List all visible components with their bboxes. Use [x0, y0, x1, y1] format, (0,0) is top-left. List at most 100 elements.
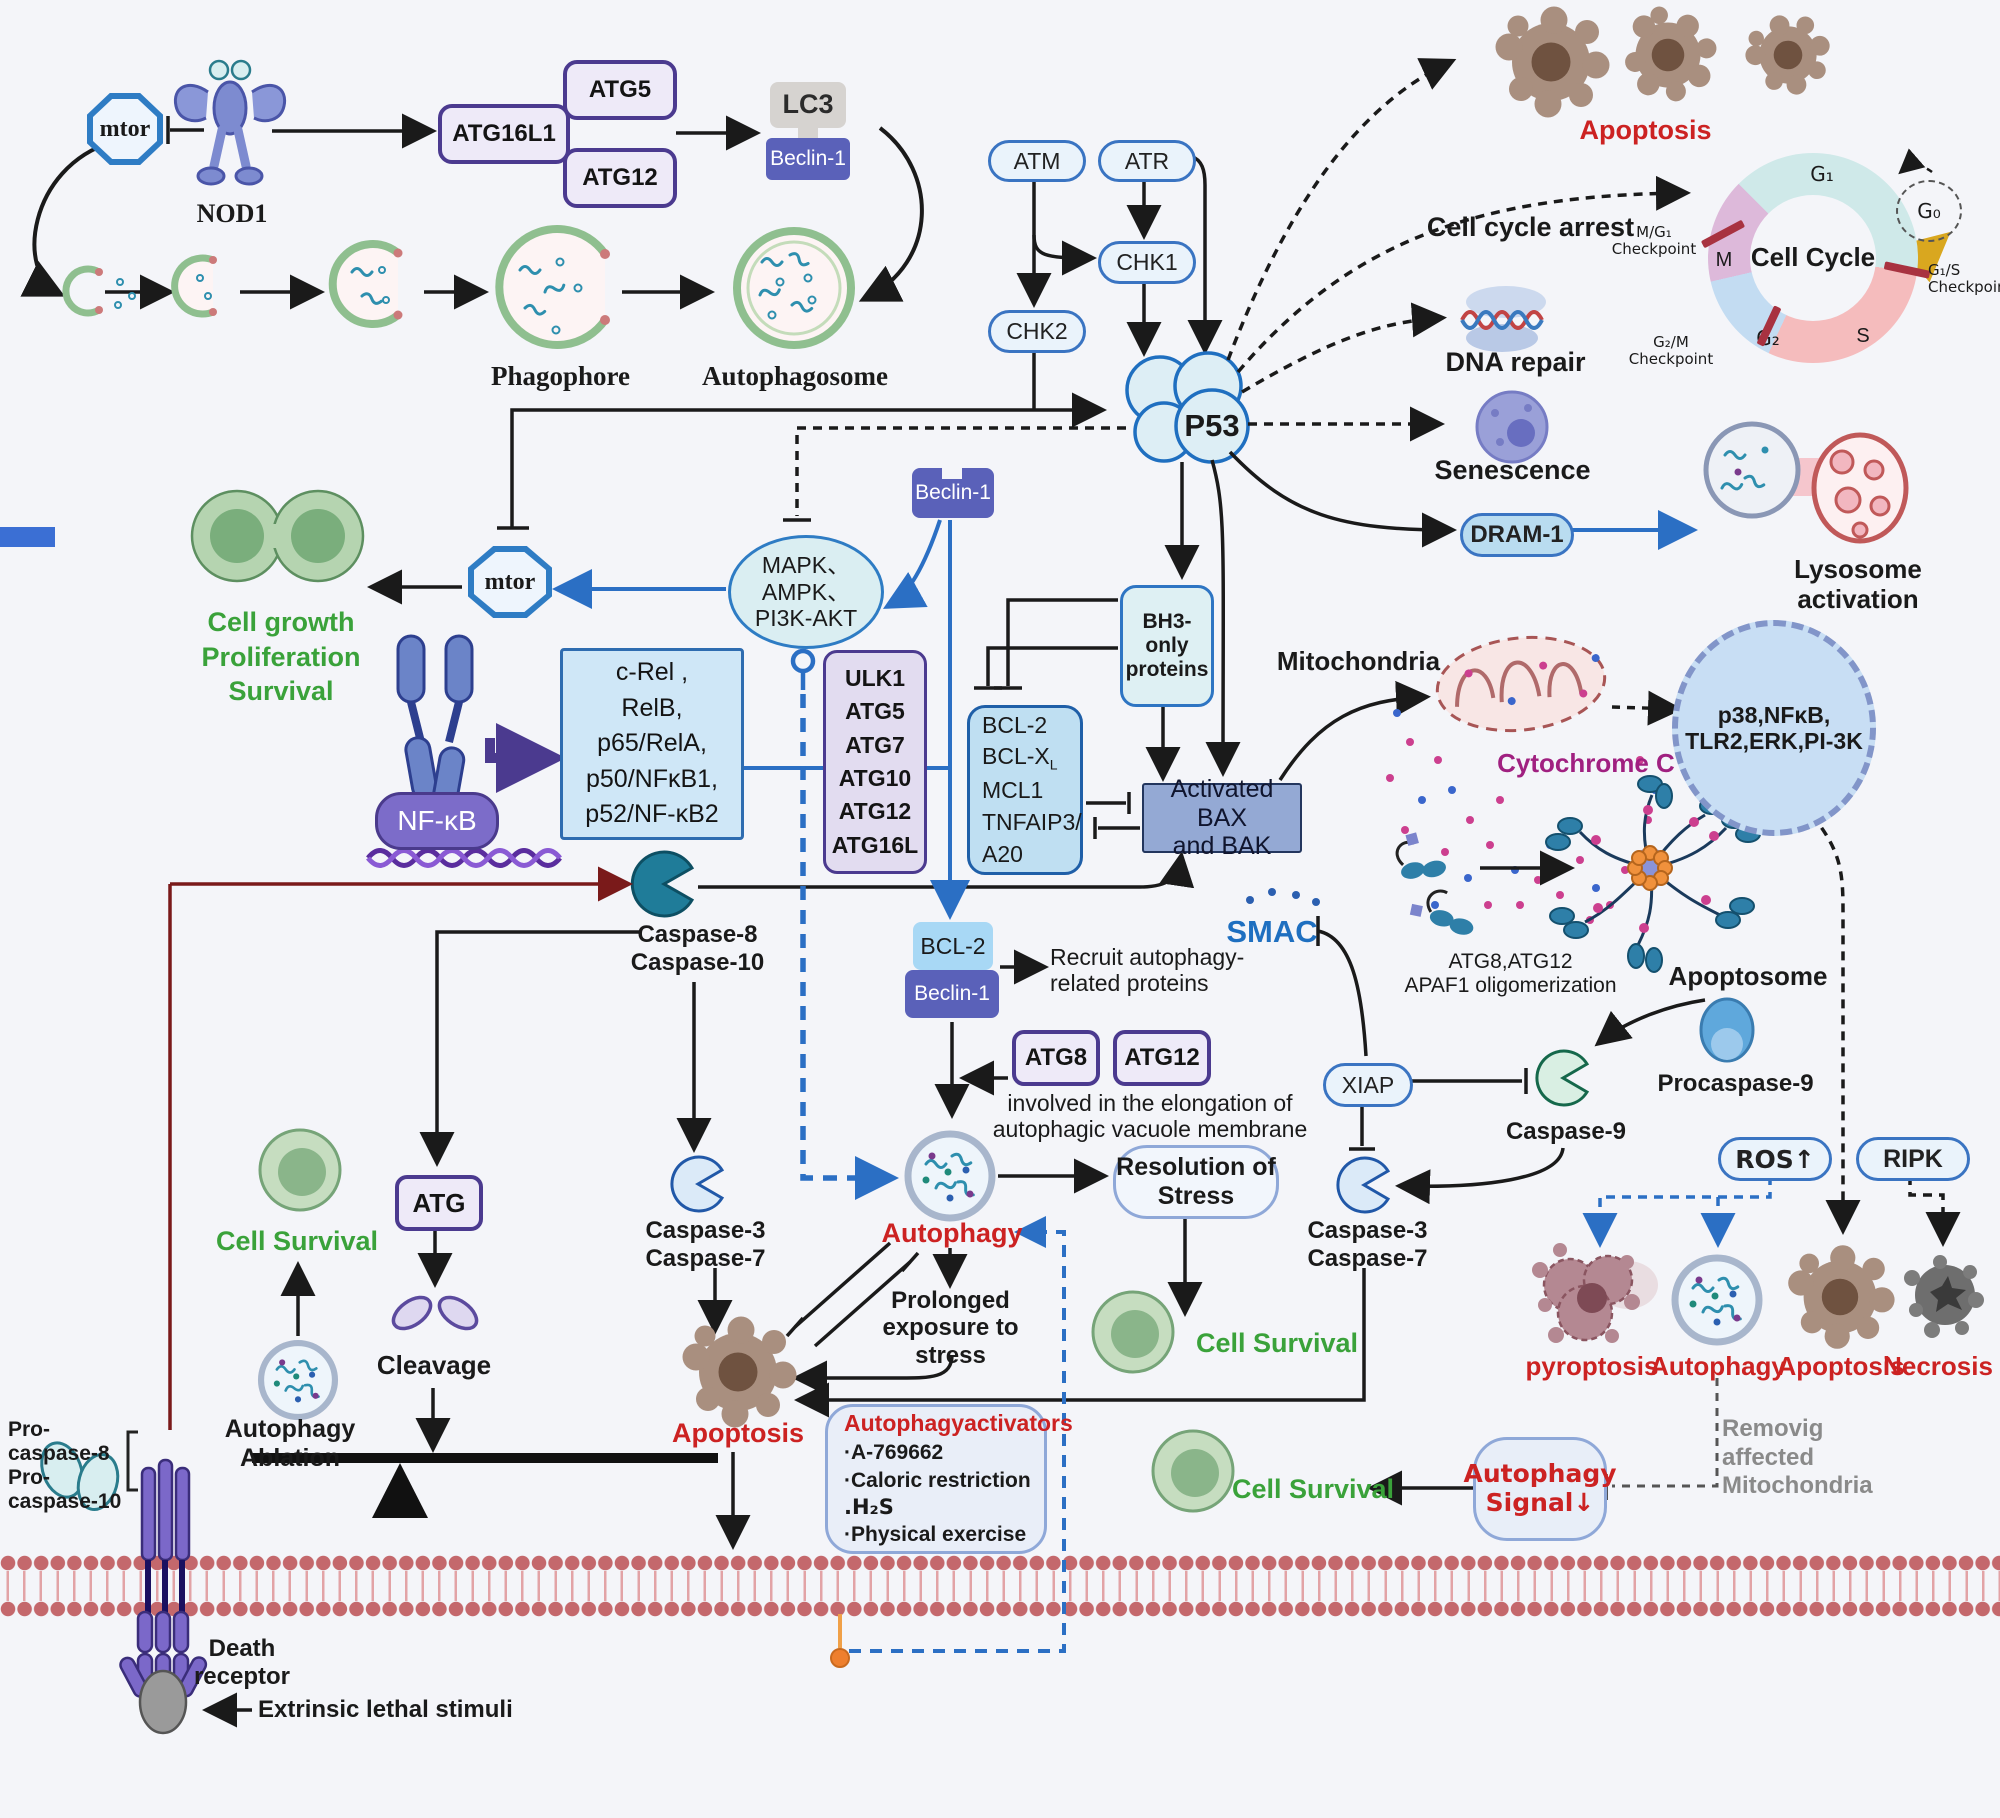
- death-receptor-path: [168, 866, 633, 1430]
- caspase8-icon: [630, 850, 695, 918]
- dna-repair-icon: [1460, 286, 1546, 352]
- chk2-pill: CHK2: [988, 310, 1086, 353]
- smac-label: SMAC: [1226, 914, 1318, 950]
- recruit-label: Recruit autophagy-related proteins: [1050, 943, 1245, 996]
- lc3-box: LC3: [770, 82, 846, 128]
- autophagosome-icon: [733, 227, 855, 349]
- atg5-box: ATG5: [563, 60, 677, 120]
- death-receptor-icon: [40, 1430, 252, 1735]
- autophagy-outcome-label: Autophagy: [1650, 1351, 1786, 1382]
- cell-survival-left-icon: [258, 1128, 342, 1212]
- atm-pill: ATM: [988, 140, 1086, 182]
- dna-damage-arrows: [497, 154, 1223, 530]
- dividing-cell-icon: [190, 489, 365, 583]
- chk1-pill: CHK1: [1098, 241, 1196, 284]
- xiap-pill: XIAP: [1323, 1063, 1413, 1107]
- lc3-tab: [798, 126, 818, 140]
- phagophore-stages-icon: [62, 225, 610, 349]
- apoptosome-icon: [1545, 775, 1761, 973]
- necrosis-icon: [1904, 1255, 1984, 1338]
- membrane-outer-leaflet: [0, 1555, 2000, 1571]
- nfkb-pill: NF-κB: [375, 792, 499, 850]
- edge-marker: [0, 527, 55, 547]
- p53-label: P53: [1184, 408, 1240, 444]
- cell-survival-mid-icon: [1091, 1290, 1175, 1374]
- procaspase9-label: Procaspase-9: [1657, 1070, 1814, 1098]
- extrinsic-stimuli-label: Extrinsic lethal stimuli: [258, 1696, 513, 1724]
- apoptosis-center-icon: [682, 1316, 797, 1428]
- mtor-node-top: mtor: [87, 93, 163, 165]
- membrane-inner-leaflet: [0, 1601, 2000, 1617]
- beclin1-complex-box: Beclin-1: [905, 970, 999, 1018]
- cell-survival-bottom-label: Cell Survival: [1231, 1474, 1395, 1505]
- apoptosis-outcome-icon: [1788, 1245, 1895, 1349]
- ros-pill: ROS↑: [1718, 1137, 1832, 1181]
- atg12-box: ATG12: [563, 148, 677, 208]
- caspase9-label: Caspase-9: [1505, 1118, 1627, 1146]
- autophagy-ablation-icon: [261, 1343, 335, 1417]
- autophagy-center-label: Autophagy: [881, 1218, 1023, 1249]
- bcl2-complex-box: BCL-2: [913, 922, 993, 970]
- autophagy-vesicle-icon: [908, 1134, 992, 1218]
- atg8-atg12-beans-icon: [1395, 832, 1575, 935]
- beclin1-mid-notch: [942, 468, 962, 479]
- caspase3-left-icon: [670, 1155, 725, 1213]
- g1s-checkpoint-label: G₁/SCheckpoint: [1928, 260, 2000, 296]
- phagophore-label: Phagophore: [490, 361, 631, 392]
- atg12-mid-box: ATG12: [1113, 1030, 1211, 1086]
- dna-repair-label: DNA repair: [1445, 347, 1586, 378]
- cell-survival-bottom-icon: [1151, 1429, 1235, 1513]
- cell-cycle-arrest-label: Cell cycle arrest: [1426, 212, 1635, 243]
- apoptosome-label: Apoptosome: [1668, 961, 1828, 992]
- autophagy-outcome-icon: [1675, 1258, 1759, 1342]
- caspase-cascade-connectors: [794, 916, 1706, 1418]
- mitochondria-icon: [1435, 635, 1607, 733]
- necrosis-label: Necrosis: [1883, 1351, 1993, 1382]
- bh3-bcl2-bax-connectors: [698, 598, 1861, 1235]
- atg8-box: ATG8: [1012, 1030, 1100, 1086]
- plasma-membrane-icon: [0, 1555, 2000, 1619]
- nod1-icon: [173, 59, 287, 186]
- pyroptosis-icon: [1532, 1243, 1658, 1343]
- mtor-label: mtor: [93, 99, 157, 159]
- nod1-label: NOD1: [196, 199, 268, 229]
- seesaw-icon: [252, 1295, 718, 1518]
- cleavage-label: Cleavage: [376, 1350, 492, 1381]
- cell-survival-mid-label: Cell Survival: [1195, 1328, 1359, 1359]
- atr-pill: ATR: [1098, 140, 1196, 182]
- smac-dots: [1246, 888, 1320, 906]
- mtor-node-mid: mtor: [468, 546, 552, 618]
- senescence-label: Senescence: [1434, 455, 1591, 486]
- atg16l1-box: ATG16L1: [438, 104, 570, 164]
- autophagy-initiation-arrows: [20, 113, 924, 310]
- autophagy-activators-box: Autophagyactivators ·A-769662 ·Caloric r…: [825, 1404, 1073, 1554]
- cell-survival-left-label: Cell Survival: [215, 1226, 379, 1257]
- p53-outcome-arrows: [1164, 58, 1698, 777]
- nfkb-subunits-box: c-Rel ,RelB,p65/RelA, p50/NFκB1,p52/NF-κ…: [560, 648, 744, 840]
- caspase3-right-icon: [1336, 1156, 1391, 1214]
- cell-cycle-ring-hole: [1750, 195, 1876, 321]
- cell-cycle-title: Cell Cycle: [1750, 242, 1876, 273]
- mapk-ampk-pi3k-node: MAPK、AMPK、PI3K-AKT: [728, 535, 884, 649]
- outcome-connectors: [830, 1176, 1961, 1668]
- pyroptosis-label: pyroptosis: [1525, 1351, 1659, 1382]
- dram1-pill: DRAM-1: [1460, 513, 1574, 557]
